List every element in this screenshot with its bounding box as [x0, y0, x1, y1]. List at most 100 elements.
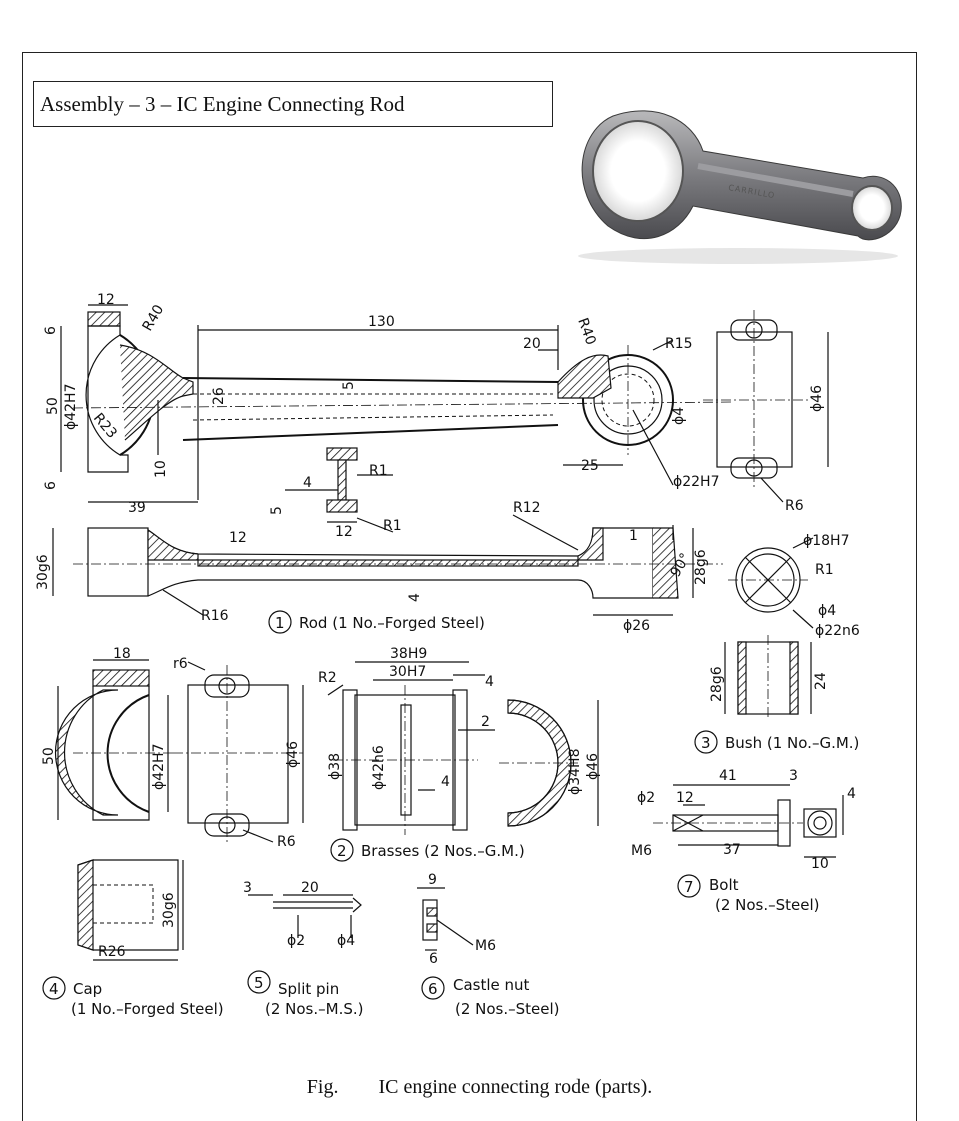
dim-10: 10 [153, 460, 169, 478]
dim-phi34h8: ϕ34H8 [567, 749, 583, 795]
dim-6-nut: 6 [429, 951, 438, 967]
dim-phi2-bolt: ϕ2 [637, 790, 655, 806]
dim-4-brass: 4 [441, 774, 450, 790]
dim-20: 20 [523, 336, 541, 352]
dim-25: 25 [581, 458, 599, 474]
dim-r40-left: R40 [140, 302, 168, 334]
connecting-rod-photo: CARRILLO [578, 110, 902, 264]
dim-37: 37 [723, 842, 741, 858]
dim-4-top-view: 4 [407, 593, 423, 602]
dim-12-top-view: 12 [229, 530, 247, 546]
cap-front-view [54, 659, 173, 821]
dim-4-bolt: 4 [847, 786, 856, 802]
dim-10-bolt: 10 [811, 856, 829, 872]
part-7-balloon [677, 874, 701, 898]
dim-phi18h7: ϕ18H7 [803, 533, 849, 549]
dim-phi4-pin: ϕ4 [337, 933, 355, 949]
dim-39: 39 [128, 500, 146, 516]
dim-30g6: 30g6 [35, 554, 51, 590]
dim-phi42h7-cap: ϕ42H7 [151, 744, 167, 790]
brasses-side-view [327, 661, 495, 835]
rod-strap-view [703, 310, 829, 503]
bush-views [724, 537, 814, 720]
dim-38h9: 38H9 [390, 646, 427, 662]
part-6-balloon [421, 976, 445, 1000]
dim-12-top: 12 [97, 292, 115, 308]
dim-28g6-rod: 28g6 [693, 549, 709, 585]
dim-50-cap: 50 [41, 747, 57, 765]
part-7-label: Bolt [709, 876, 739, 894]
page-frame [22, 52, 917, 1121]
dim-30h7: 30H7 [389, 664, 426, 680]
dim-m6-nut: M6 [475, 938, 496, 954]
castle-nut-view [417, 887, 474, 951]
part-4-label: Cap [73, 980, 102, 998]
dim-1: 1 [629, 528, 638, 544]
dim-r16: R16 [201, 608, 229, 624]
assembly-title: Assembly – 3 – IC Engine Connecting Rod [33, 81, 553, 127]
dim-phi22n6: ϕ22n6 [815, 623, 860, 639]
dim-phi46-cap: ϕ46 [285, 741, 301, 768]
rod-front-view [60, 304, 734, 503]
dim-24: 24 [813, 672, 829, 690]
dim-r26: R26 [98, 944, 126, 960]
part-1-balloon [268, 610, 292, 634]
dim-20-pin: 20 [301, 880, 319, 896]
dim-m6-bolt: M6 [631, 843, 652, 859]
dim-r15: R15 [665, 336, 693, 352]
dim-41: 41 [719, 768, 737, 784]
part-6-number: 6 [428, 980, 438, 998]
part-2-balloon [330, 838, 354, 862]
dim-28g6-bush: 28g6 [709, 666, 725, 702]
part-1-number: 1 [275, 614, 285, 632]
dim-6-bottom: 6 [43, 481, 59, 490]
dim-r1-isection-bottom: R1 [383, 518, 402, 534]
dim-12-isection: 12 [335, 524, 353, 540]
dim-phi26: ϕ26 [623, 618, 650, 634]
dim-phi38: ϕ38 [327, 753, 343, 780]
part-3-label: Bush (1 No.–G.M.) [725, 734, 859, 752]
technical-drawing: 12 6 R40 130 R40 20 R15 50 ϕ42H7 R23 26 … [35, 292, 860, 1018]
dim-2-brass: 2 [481, 714, 490, 730]
part-1-label: Rod (1 No.–Forged Steel) [299, 614, 485, 632]
dim-9: 9 [428, 872, 437, 888]
dim-5-shank: 5 [341, 381, 357, 390]
dim-r6-cap: R6 [277, 834, 296, 850]
part-4-number: 4 [49, 980, 59, 998]
dim-5-isection: 5 [269, 506, 285, 515]
dim-phi4-bush: ϕ4 [818, 603, 836, 619]
dim-phi4-small: ϕ4 [671, 407, 687, 425]
part-4-balloon [42, 976, 66, 1000]
part-5-number: 5 [254, 974, 264, 992]
dim-r2: R2 [318, 670, 337, 686]
dim-r23: R23 [90, 410, 120, 441]
brasses-front-view [499, 699, 599, 827]
dim-r6-strap: R6 [785, 498, 804, 514]
dim-30g6-cap: 30g6 [161, 892, 177, 928]
bolt-views [653, 784, 844, 858]
dim-18: 18 [113, 646, 131, 662]
dim-phi46-brass: ϕ46 [585, 753, 601, 780]
dim-phi22h7: ϕ22H7 [673, 474, 719, 490]
dim-4-isection: 4 [303, 475, 312, 491]
dim-3-pin: 3 [243, 880, 252, 896]
dim-4-brass-top: 4 [485, 674, 494, 690]
part-2-number: 2 [337, 842, 347, 860]
part-4-material: (1 No.–Forged Steel) [71, 1000, 224, 1018]
dim-r6-cap-top: r6 [173, 656, 188, 672]
dim-r1-isection-top: R1 [369, 463, 388, 479]
rod-top-view [52, 514, 723, 616]
rod-i-section [285, 447, 394, 533]
dim-phi2-pin: ϕ2 [287, 933, 305, 949]
figure-caption: Fig. IC engine connecting rode (parts). [306, 1076, 653, 1098]
dim-130: 130 [368, 314, 395, 330]
dim-3-bolt: 3 [789, 768, 798, 784]
cap-side-view [173, 661, 304, 845]
part-3-balloon [694, 730, 718, 754]
dim-phi46-strap: ϕ46 [809, 385, 825, 412]
dim-50: 50 [45, 397, 61, 415]
dim-r1-bush: R1 [815, 562, 834, 578]
part-6-material: (2 Nos.–Steel) [455, 1000, 560, 1018]
part-6-label: Castle nut [453, 976, 530, 994]
